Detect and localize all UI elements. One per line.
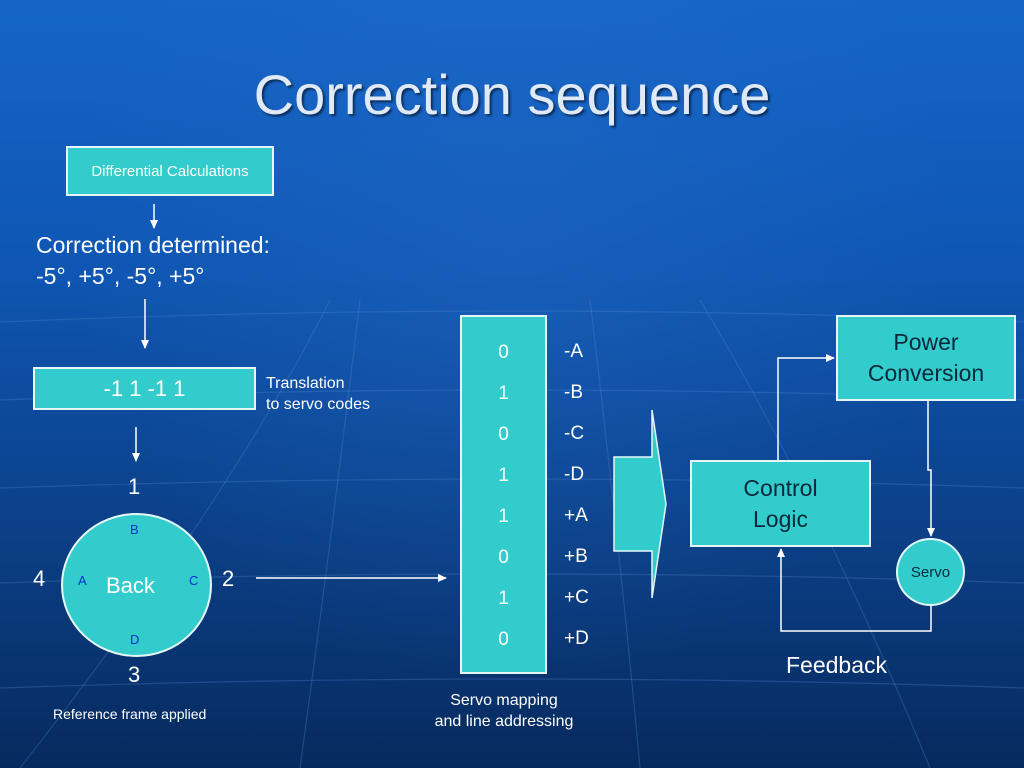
position-number-3: 3	[128, 662, 141, 687]
position-number-2: 2	[222, 566, 235, 591]
mapping-bit: 0	[498, 629, 509, 650]
servo-mapping-caption-line-1: Servo mapping	[450, 692, 558, 709]
mapping-direction: +C	[564, 587, 589, 608]
mapping-bit: 0	[498, 342, 509, 363]
position-number-1: 1	[128, 474, 141, 499]
arrow-down-icon	[927, 401, 935, 537]
arrow-up-icon	[777, 548, 932, 632]
wheel-letter-b: B	[130, 522, 139, 537]
servo-mapping-caption: Servo mapping and line addressing	[420, 690, 588, 732]
mapping-direction: +B	[564, 546, 588, 567]
translation-line-2: to servo codes	[266, 396, 371, 413]
mapping-direction: -B	[564, 382, 583, 403]
block-arrow-right-icon	[613, 409, 667, 599]
mapping-direction: +D	[564, 628, 589, 649]
power-conversion-line-1: Power	[893, 329, 959, 355]
control-logic-line-2: Logic	[753, 505, 808, 532]
correction-line-2: -5°, +5°, -5°, +5°	[36, 263, 205, 289]
mapping-bit: 1	[498, 465, 509, 486]
mapping-direction: -D	[564, 464, 585, 485]
mapping-bit: 0	[498, 547, 509, 568]
mapping-bit: 1	[498, 506, 509, 527]
power-conversion-line-2: Conversion	[867, 360, 985, 386]
back-label: Back	[106, 573, 155, 598]
wheel-letter-a: A	[78, 573, 87, 588]
mapping-direction: +A	[564, 505, 588, 526]
control-logic-box: Control Logic	[690, 460, 871, 547]
correction-determined-text: Correction determined: -5°, +5°, -5°, +5…	[36, 230, 270, 292]
mapping-direction: -A	[564, 341, 583, 362]
reference-frame-caption: Reference frame applied	[53, 706, 207, 722]
servo-circle: Servo	[896, 538, 965, 606]
mapping-bit: 1	[498, 383, 509, 404]
feedback-label: Feedback	[786, 652, 888, 678]
servo-mapping-caption-line-2: and line addressing	[434, 713, 574, 730]
power-conversion-box: Power Conversion	[836, 315, 1016, 401]
slide-title: Correction sequence	[253, 63, 771, 126]
correction-line-1: Correction determined:	[36, 232, 270, 258]
translation-label: Translation to servo codes	[266, 373, 370, 415]
mapping-bit: 0	[498, 424, 509, 445]
servo-mapping-column	[460, 315, 547, 674]
mapping-bit: 1	[498, 588, 509, 609]
differential-calculations-box: Differential Calculations	[66, 146, 274, 196]
wheel-letter-d: D	[130, 632, 140, 647]
arrow-right-icon	[777, 354, 835, 460]
back-wheel-circle	[61, 513, 212, 657]
servo-codes-box: -1 1 -1 1	[33, 367, 256, 410]
wheel-letter-c: C	[189, 573, 199, 588]
translation-line-1: Translation	[266, 375, 345, 392]
control-logic-line-1: Control	[743, 474, 818, 501]
position-number-4: 4	[33, 566, 46, 591]
mapping-direction: -C	[564, 423, 585, 444]
